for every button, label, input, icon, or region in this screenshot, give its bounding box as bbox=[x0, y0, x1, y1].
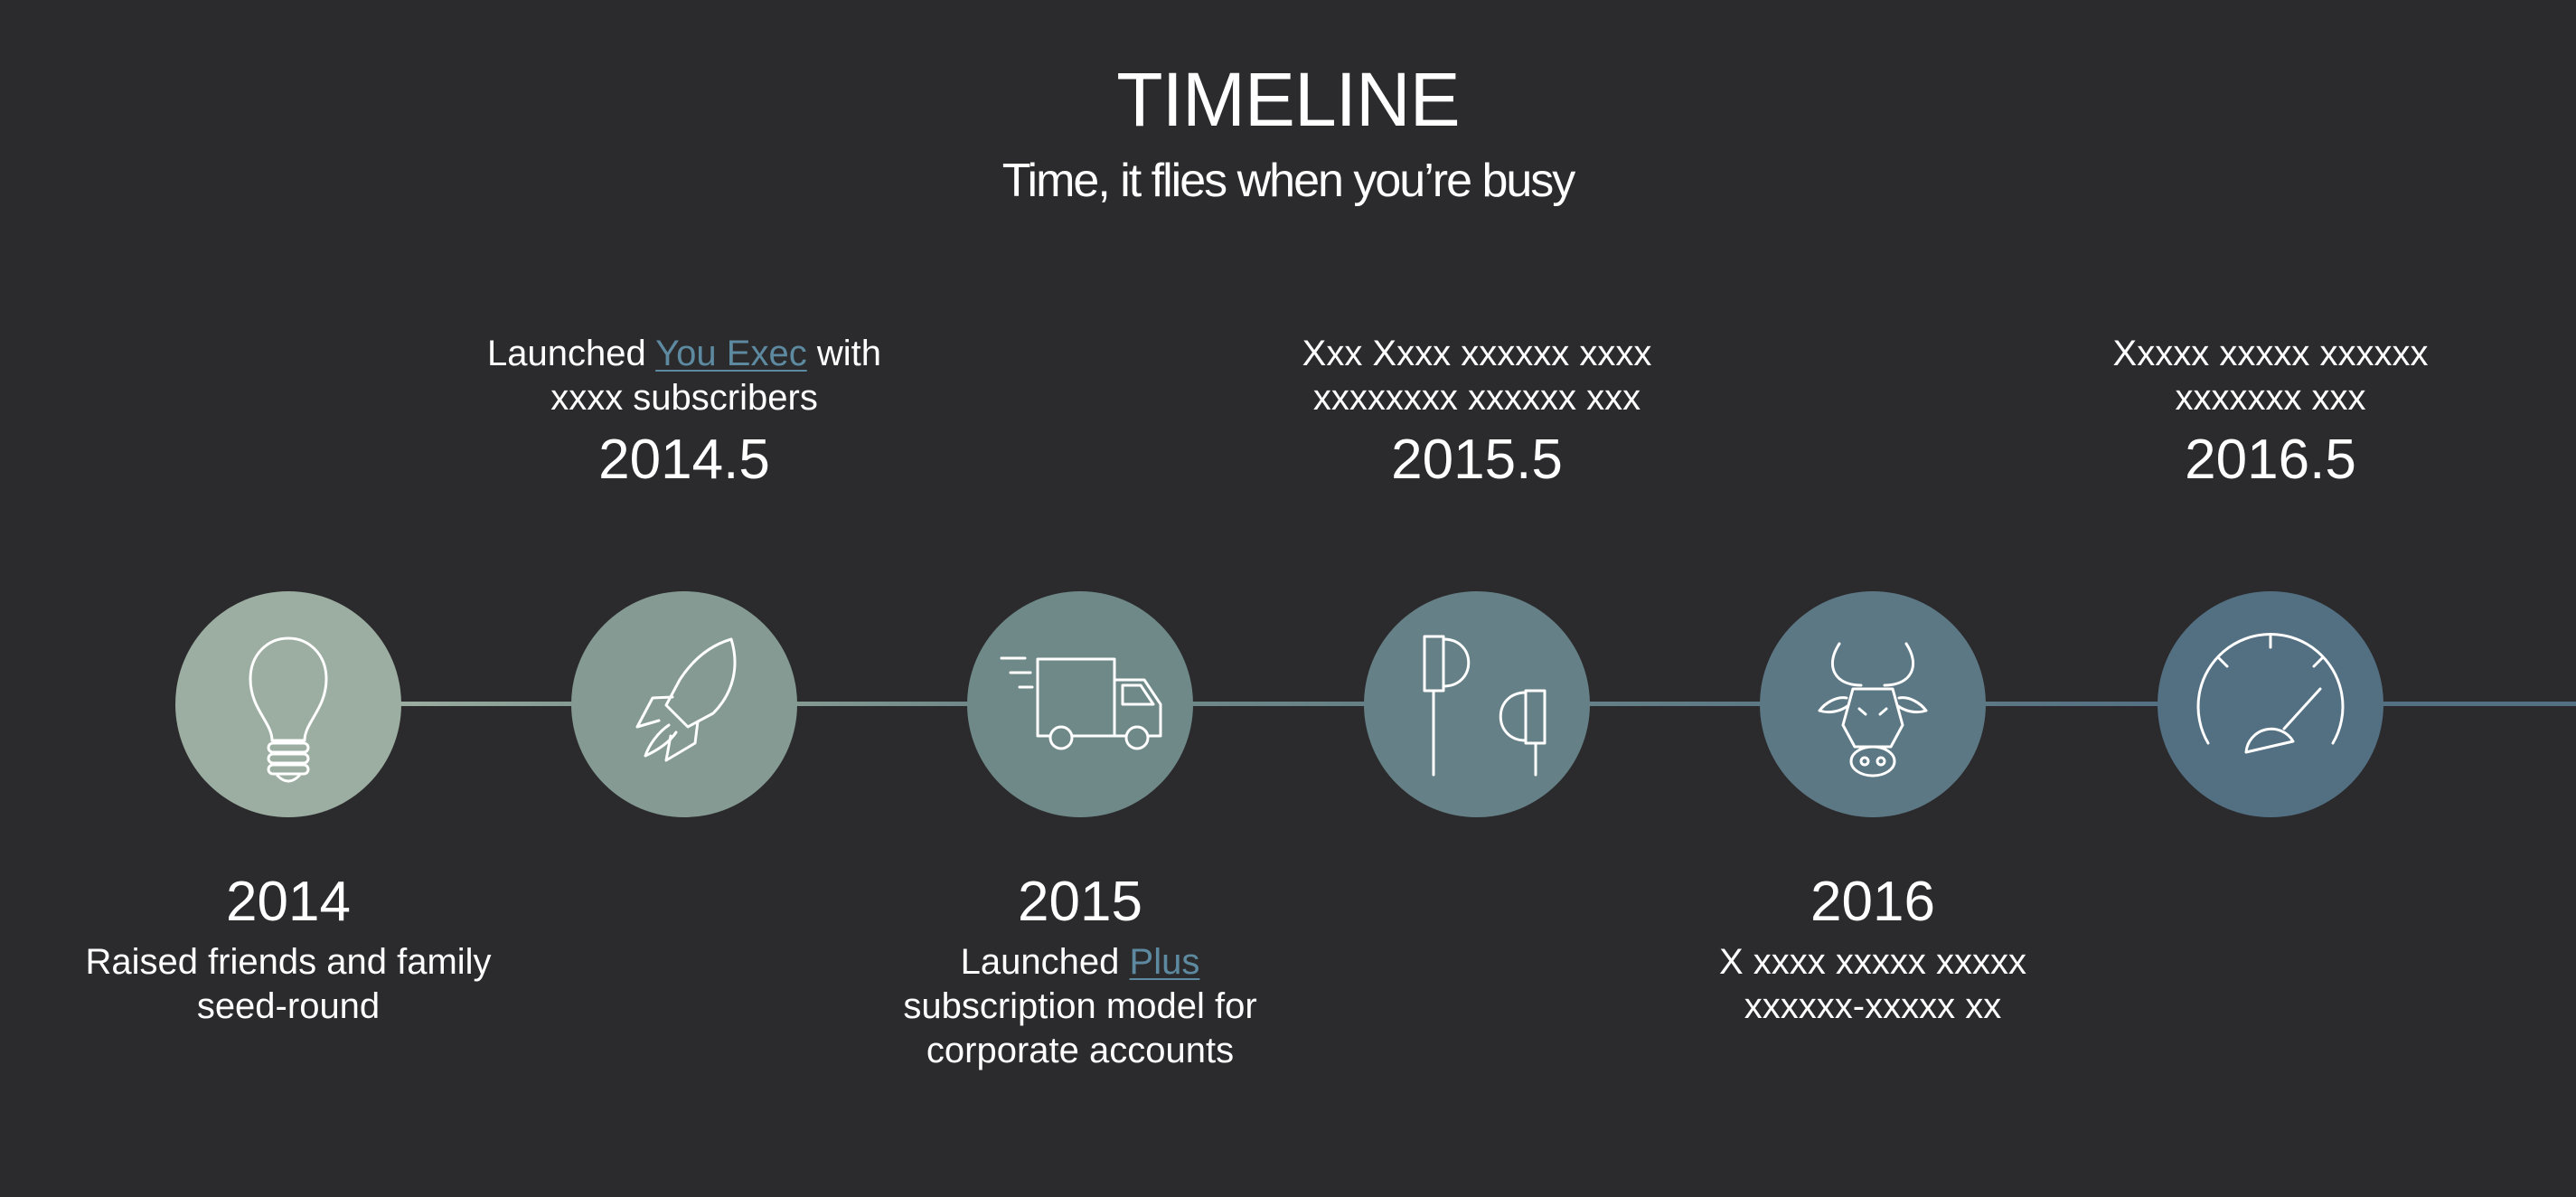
timeline-connector bbox=[793, 702, 972, 706]
description-line: subscription model for bbox=[836, 985, 1324, 1029]
milestone-circle bbox=[571, 591, 797, 817]
milestone-year: 2015 bbox=[1018, 871, 1142, 933]
timeline-connector bbox=[2379, 702, 2576, 706]
description-line: Raised friends and family bbox=[44, 940, 532, 985]
description-text: seed-round bbox=[196, 986, 381, 1026]
description-text: Xxx Xxxx xxxxxx xxxx bbox=[1302, 334, 1652, 373]
description-text: xxxxxxxx xxxxxx xxx bbox=[1312, 378, 1641, 418]
milestone-circle bbox=[1760, 591, 1986, 817]
description-text: X xxxx xxxxx xxxxx bbox=[1718, 942, 2027, 982]
description-text: Launched bbox=[960, 942, 1130, 982]
description-text: Xxxxx xxxxx xxxxxx bbox=[2112, 334, 2429, 373]
milestone-label: Xxxxx xxxxx xxxxxx xxxxxxx xxx 2016.5 bbox=[2026, 332, 2515, 493]
page-subtitle: Time, it flies when you’re busy bbox=[1001, 155, 1576, 207]
milestone-year: 2014.5 bbox=[598, 429, 770, 491]
milestone-year: 2016.5 bbox=[2185, 429, 2356, 491]
description-text: Launched bbox=[487, 334, 656, 373]
milestone-circle bbox=[967, 591, 1193, 817]
milestone-circle bbox=[175, 591, 401, 817]
product-link[interactable]: You Exec bbox=[655, 334, 807, 373]
description-line: Xxxxx xxxxx xxxxxx bbox=[2026, 332, 2515, 376]
product-link[interactable]: Plus bbox=[1129, 942, 1200, 982]
milestone-circle bbox=[1364, 591, 1590, 817]
description-line: xxxxxxxx xxxxxx xxx bbox=[1233, 376, 1721, 420]
milestone-description: Xxxxx xxxxx xxxxxx xxxxxxx xxx bbox=[2026, 332, 2515, 420]
timeline-connector bbox=[397, 702, 576, 706]
milestone-label: Xxx Xxxx xxxxxx xxxx xxxxxxxx xxxxxx xxx 2… bbox=[1233, 332, 1721, 493]
milestone-year: 2015.5 bbox=[1391, 429, 1563, 491]
description-text: xxxx subscribers bbox=[550, 378, 818, 418]
milestone-year: 2016 bbox=[1810, 871, 1935, 933]
description-text: subscription model for bbox=[903, 986, 1257, 1026]
description-line: X xxxx xxxxx xxxxx bbox=[1629, 940, 2117, 985]
description-line: Xxx Xxxx xxxxxx xxxx bbox=[1233, 332, 1721, 376]
page-title: TIMELINE bbox=[1116, 57, 1460, 142]
description-line: corporate accounts bbox=[836, 1029, 1324, 1073]
timeline-connector bbox=[1585, 702, 1764, 706]
description-line: seed-round bbox=[44, 985, 532, 1029]
description-line: Launched You Exec with bbox=[440, 332, 928, 376]
description-text: corporate accounts bbox=[926, 1031, 1235, 1070]
milestone-year: 2014 bbox=[226, 871, 351, 933]
description-text: xxxxxx-xxxxx xx bbox=[1744, 986, 2002, 1026]
milestone-circle bbox=[2158, 591, 2383, 817]
timeline-connector bbox=[1981, 702, 2162, 706]
description-line: xxxxxx-xxxxx xx bbox=[1629, 985, 2117, 1029]
description-line: xxxx subscribers bbox=[440, 376, 928, 420]
description-text: xxxxxxx xxx bbox=[2175, 378, 2366, 418]
milestone-description: Xxx Xxxx xxxxxx xxxx xxxxxxxx xxxxxx xxx bbox=[1233, 332, 1721, 420]
description-line: xxxxxxx xxx bbox=[2026, 376, 2515, 420]
description-line: Launched Plus bbox=[836, 940, 1324, 985]
description-text: Raised friends and family bbox=[85, 942, 492, 982]
description-text: with bbox=[806, 334, 881, 373]
timeline-connector bbox=[1189, 702, 1368, 706]
